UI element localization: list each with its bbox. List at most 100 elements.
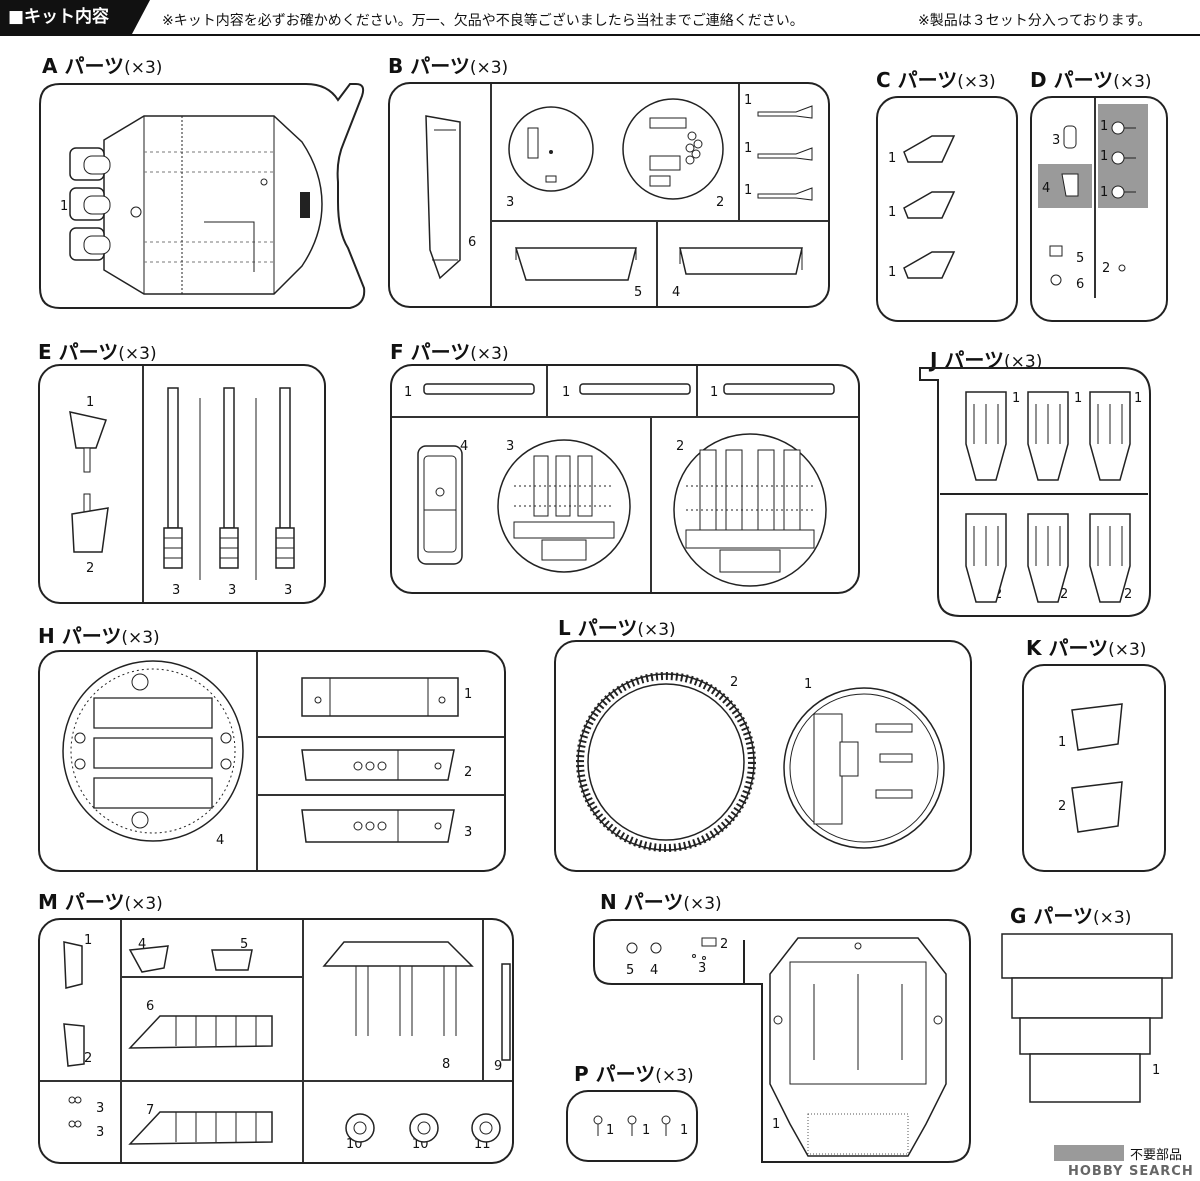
b-num-1b: 1: [744, 141, 753, 156]
watermark: HOBBY SEARCH: [1068, 1164, 1194, 1179]
k-num-1: 1: [1058, 735, 1067, 750]
f-num-1c: 1: [710, 385, 719, 400]
e-num-3a: 3: [172, 583, 181, 598]
m-num-2: 2: [84, 1051, 93, 1066]
b-part-3: [506, 104, 596, 194]
n-num-4: 4: [650, 963, 659, 978]
b-part-5: [512, 244, 640, 284]
l-part-1: [780, 684, 948, 852]
section-n-frame: [592, 918, 974, 1164]
b-part-6: [420, 110, 470, 282]
section-a-frame: [38, 82, 368, 310]
a-part-num: 1: [60, 199, 69, 214]
section-b-title: B パーツ(×3): [388, 54, 509, 78]
b-num-2: 2: [716, 195, 725, 210]
d-num-1b: 1: [1100, 149, 1109, 164]
h-parts-1-3: [298, 674, 462, 854]
d-num-1c: 1: [1100, 185, 1109, 200]
f-num-2: 2: [676, 439, 685, 454]
c-num-1c: 1: [888, 265, 897, 280]
m-parts: [56, 936, 516, 1158]
n-parts-small: [618, 934, 728, 964]
d-num-2: 2: [1102, 261, 1111, 276]
p-num-1a: 1: [606, 1123, 615, 1138]
e-num-1: 1: [86, 395, 95, 410]
e-num-3c: 3: [284, 583, 293, 598]
p-num-1c: 1: [680, 1123, 689, 1138]
n-num-3: 3: [698, 961, 707, 976]
section-k-title: K パーツ(×3): [1026, 636, 1147, 660]
d-parts: [1040, 120, 1160, 290]
section-e-title: E パーツ(×3): [38, 340, 157, 364]
f-part-4: [410, 440, 470, 570]
m-num-4: 4: [138, 937, 147, 952]
d-num-4: 4: [1042, 181, 1051, 196]
header-rule: [0, 34, 1200, 36]
b-num-6: 6: [468, 235, 477, 250]
f-part-1-rails: [420, 380, 840, 400]
m-num-7: 7: [146, 1103, 155, 1118]
h-num-3: 3: [464, 825, 473, 840]
a-hull-part: [64, 112, 326, 298]
j-num-1c: 1: [1134, 391, 1143, 406]
section-k-frame: [1022, 664, 1166, 872]
f-num-1b: 1: [562, 385, 571, 400]
c-num-1a: 1: [888, 151, 897, 166]
j-num-2c: 2: [1124, 587, 1133, 602]
m-num-1: 1: [84, 933, 93, 948]
k-num-2: 2: [1058, 799, 1067, 814]
n-num-5: 5: [626, 963, 635, 978]
b-part-4: [676, 240, 806, 280]
section-m-title: M パーツ(×3): [38, 890, 163, 914]
f-part-3: [494, 436, 634, 576]
h-part-4: [60, 658, 246, 844]
m-num-3b: 3: [96, 1125, 105, 1140]
unused-parts-swatch: [1054, 1145, 1124, 1161]
e-num-2: 2: [86, 561, 95, 576]
b-num-1a: 1: [744, 93, 753, 108]
section-l-title: L パーツ(×3): [558, 616, 676, 640]
d-num-3: 3: [1052, 133, 1061, 148]
d-num-6: 6: [1076, 277, 1085, 292]
section-n-title: N パーツ(×3): [600, 890, 722, 914]
b-num-3: 3: [506, 195, 515, 210]
m-num-9: 9: [494, 1059, 503, 1074]
f-num-4: 4: [460, 439, 469, 454]
c-num-1b: 1: [888, 205, 897, 220]
b-part-2: [620, 96, 726, 202]
header-note: ※キット内容を必ずお確かめください。万一、欠品や不良等ございましたら当社までご連…: [162, 13, 804, 29]
h-num-4: 4: [216, 833, 225, 848]
h-num-1: 1: [464, 687, 473, 702]
section-g-title: G パーツ(×3): [1010, 904, 1132, 928]
m-num-5: 5: [240, 937, 249, 952]
j-num-2b: 2: [1060, 587, 1069, 602]
header-note-sets: ※製品は３セット分入っております。: [918, 13, 1152, 29]
unused-parts-label: 不要部品: [1130, 1148, 1183, 1163]
j-parts: [956, 384, 1146, 606]
m-num-8: 8: [442, 1057, 451, 1072]
e-part-3-barrels: [156, 384, 306, 580]
b-part-1: [756, 102, 816, 202]
f-part-2: [670, 430, 830, 590]
section-j-frame: [918, 366, 1154, 618]
k-parts: [1068, 700, 1128, 840]
g-num-1: 1: [1152, 1063, 1161, 1078]
f-num-3: 3: [506, 439, 515, 454]
section-c-title: C パーツ(×3): [876, 68, 996, 92]
f-num-1a: 1: [404, 385, 413, 400]
n-part-1: [758, 934, 958, 1160]
e-num-3b: 3: [228, 583, 237, 598]
section-h-title: H パーツ(×3): [38, 624, 160, 648]
section-f-title: F パーツ(×3): [390, 340, 509, 364]
l-part-2-ring: [574, 670, 758, 854]
m-num-3a: 3: [96, 1101, 105, 1116]
b-num-1c: 1: [744, 183, 753, 198]
e-parts-1-2: [66, 408, 116, 558]
h-num-2: 2: [464, 765, 473, 780]
d-num-1a: 1: [1100, 119, 1109, 134]
section-c-frame: [876, 96, 1018, 322]
d-num-5: 5: [1076, 251, 1085, 266]
p-parts: [590, 1112, 680, 1142]
g-part-1: [1000, 932, 1176, 1108]
c-parts: [902, 132, 958, 292]
